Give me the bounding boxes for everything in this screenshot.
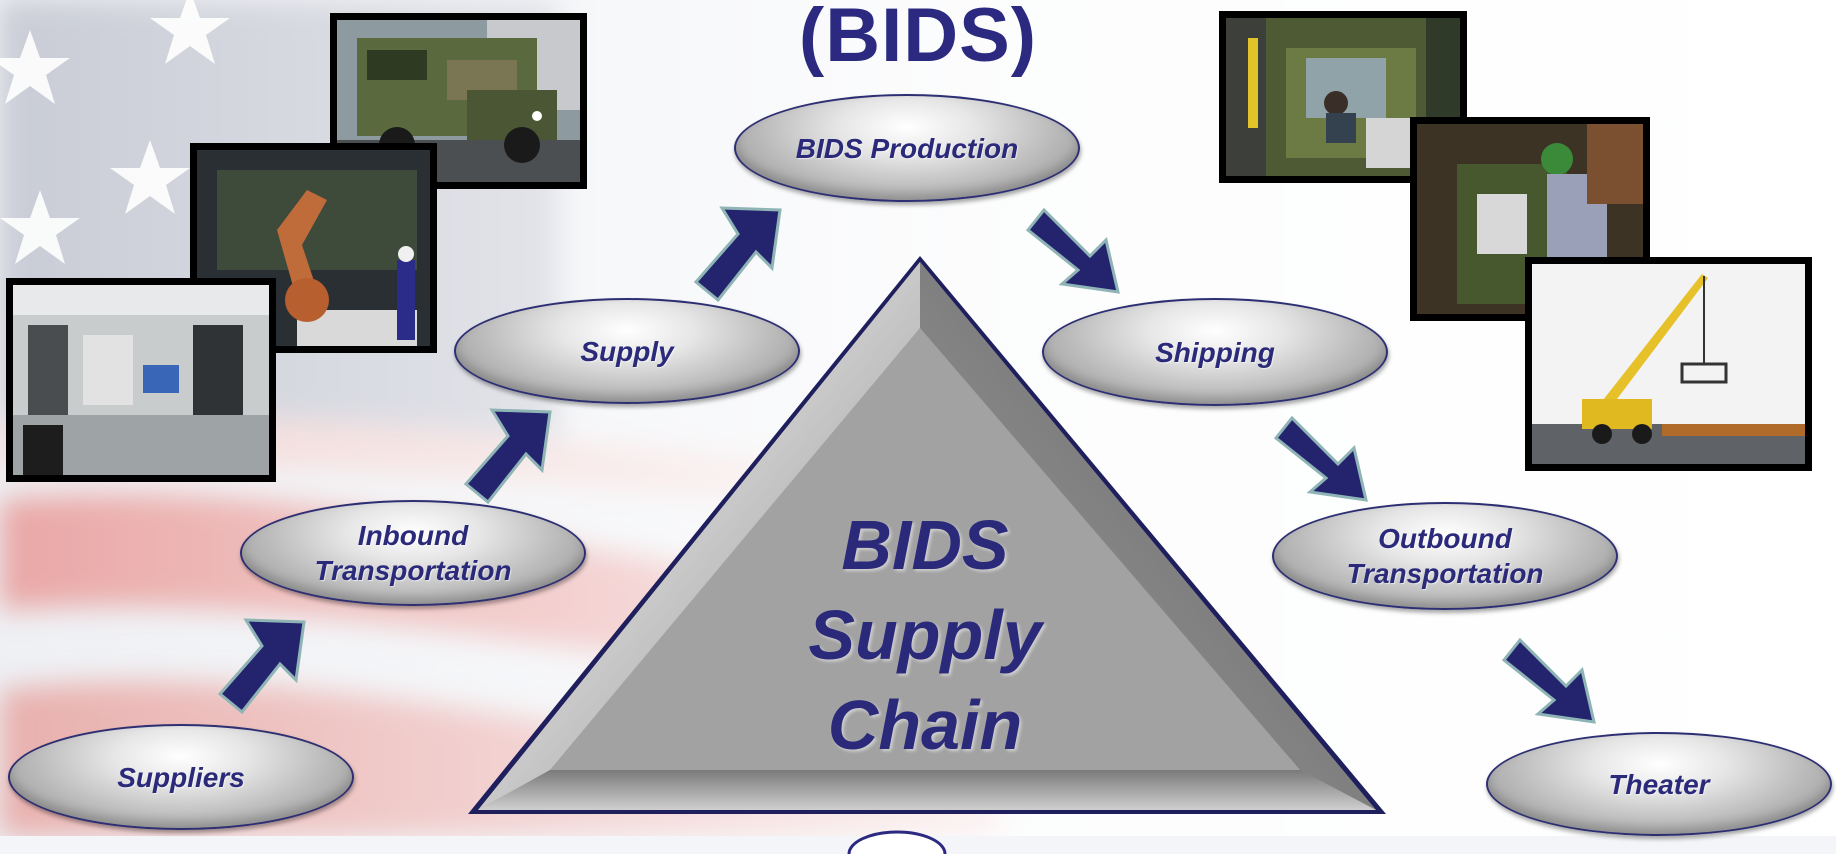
- node-suppliers-label: Suppliers: [117, 761, 245, 793]
- triangle-line-1: BIDS: [841, 506, 1009, 584]
- triangle-line-2: Supply: [808, 596, 1042, 674]
- node-inbound-transportation: Inbound Transportation: [240, 500, 586, 606]
- node-supply: Supply: [454, 298, 800, 404]
- crane-photo: [1525, 257, 1812, 471]
- node-theater: Theater: [1486, 732, 1832, 836]
- node-shipping-label: Shipping: [1155, 336, 1275, 368]
- node-production-label: BIDS Production: [795, 132, 1019, 164]
- triangle-line-3: Chain: [827, 686, 1023, 764]
- node-supply-label: Supply: [580, 335, 674, 367]
- node-outbound-label: Outbound Transportation: [1346, 523, 1544, 589]
- node-suppliers: Suppliers: [8, 724, 354, 830]
- arrow-down-right-icon: [1501, 637, 1596, 724]
- node-inbound-label: Inbound Transportation: [314, 520, 512, 586]
- triangle-label: BIDS Supply Chain: [720, 500, 1130, 770]
- page-title: (BIDS): [798, 0, 1038, 78]
- shelter-interior-photo: [6, 278, 276, 482]
- arrow-up-right-icon: [217, 618, 306, 715]
- node-shipping: Shipping: [1042, 298, 1388, 406]
- seal-icon: [847, 830, 947, 854]
- node-outbound-transportation: Outbound Transportation: [1272, 502, 1618, 610]
- arrow-down-right-icon: [1025, 207, 1120, 294]
- supply-chain-triangle: [468, 256, 1386, 814]
- node-theater-label: Theater: [1608, 768, 1710, 800]
- arrow-down-right-icon: [1273, 415, 1368, 502]
- node-bids-production: BIDS Production: [734, 94, 1080, 202]
- arrow-up-right-icon: [693, 206, 782, 303]
- robot-arm-photo: [190, 143, 437, 353]
- arrow-up-right-icon: [463, 408, 552, 505]
